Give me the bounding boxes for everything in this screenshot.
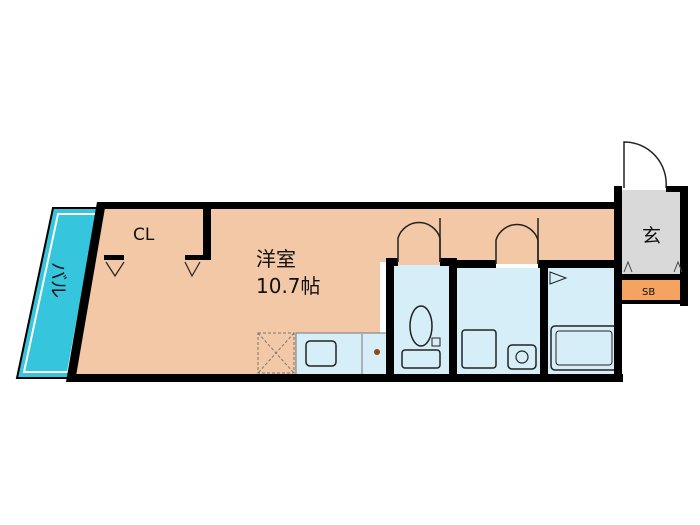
western-room-name: 洋室 xyxy=(256,247,296,271)
fridge-space-x2 xyxy=(257,332,295,374)
shoe-box-area xyxy=(622,280,684,302)
closet-label: CL xyxy=(133,225,155,245)
bathtub-icon xyxy=(550,325,618,371)
sink-icon xyxy=(305,340,337,367)
entrance-step-icon-2 xyxy=(673,260,683,273)
closet-area xyxy=(104,209,204,259)
bathtub-inner-icon xyxy=(555,330,613,366)
toilet-paper-icon xyxy=(431,337,441,347)
washing-machine-space-icon xyxy=(461,329,497,369)
basin-drain-icon xyxy=(515,350,529,364)
entrance-label: 玄 xyxy=(642,225,661,247)
stove-icon xyxy=(374,349,380,355)
toilet-bowl-icon xyxy=(409,305,433,347)
entrance-area xyxy=(622,190,684,274)
balcony-label: バル xyxy=(47,262,68,298)
bath-door-icon xyxy=(549,271,568,285)
entrance-step-icon xyxy=(623,260,633,273)
fridge-space xyxy=(257,332,295,374)
door-swings xyxy=(397,141,667,264)
toilet-tank-icon xyxy=(401,349,441,369)
wash-basin-icon xyxy=(507,344,537,370)
walls xyxy=(66,186,688,382)
closet-doors xyxy=(105,261,201,278)
shoe-box-label: SB xyxy=(642,287,655,298)
western-room-size: 10.7帖 xyxy=(256,274,321,298)
